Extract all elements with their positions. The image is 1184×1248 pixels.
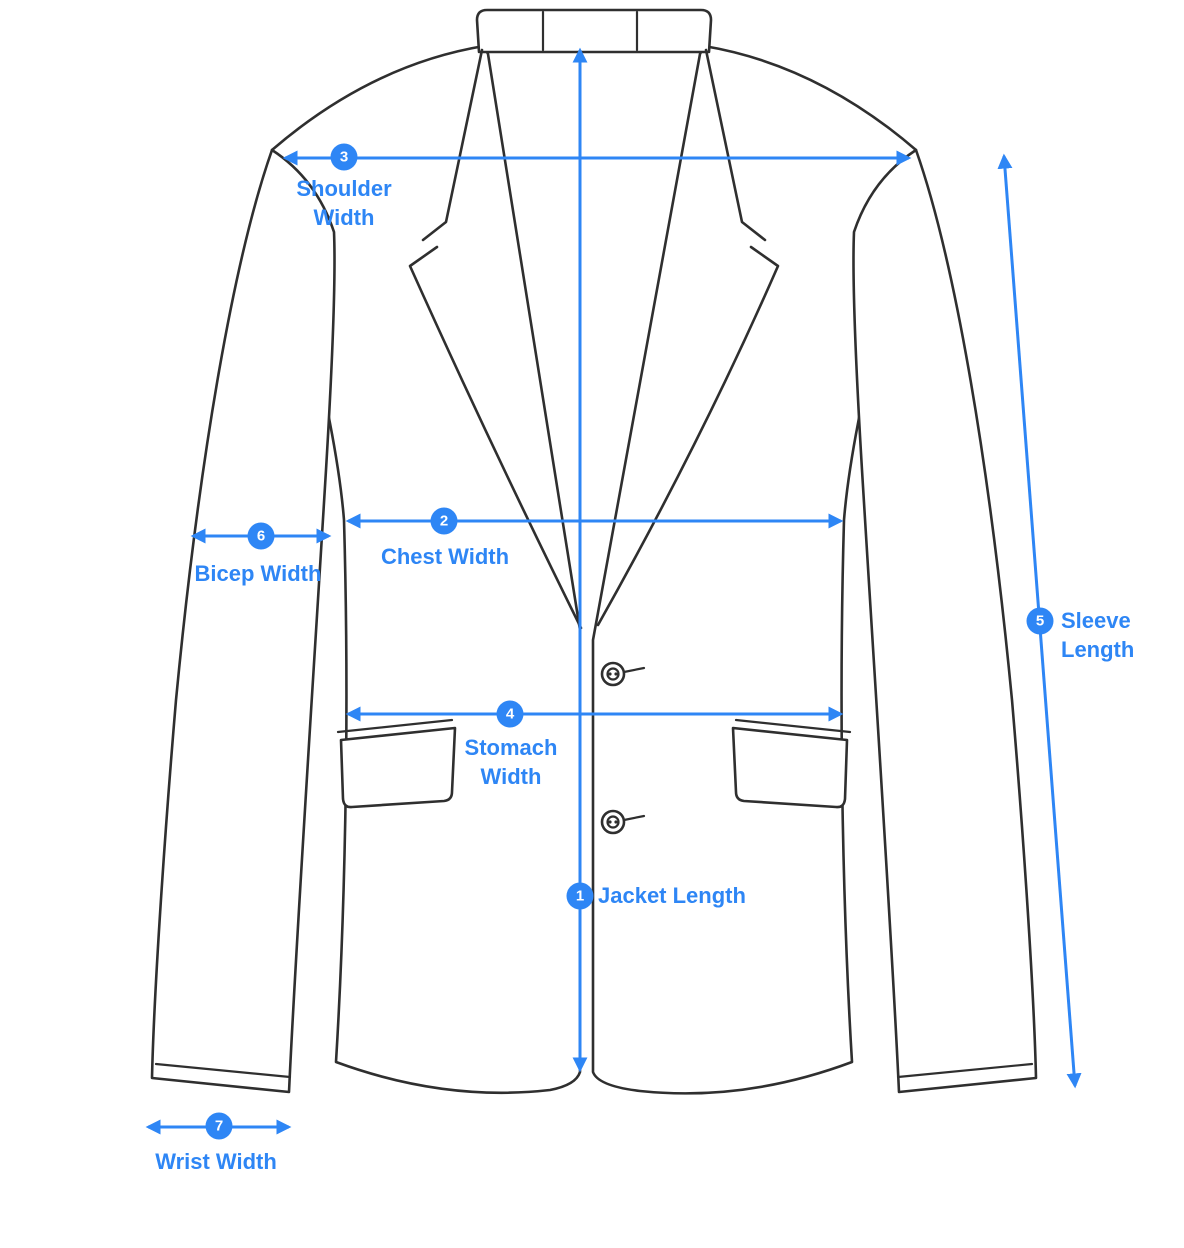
label-shoulder-width: Shoulder Width: [296, 176, 392, 230]
badge-chest-width: 2: [430, 507, 458, 535]
top-button: [600, 661, 646, 687]
right-collar-edge: [704, 48, 767, 242]
left-cuff-seam: [154, 1062, 292, 1079]
left-lapel-edge: [408, 245, 583, 630]
label-sleeve-length: Sleeve Length: [1061, 608, 1135, 662]
jacket-right-panel: [591, 44, 918, 1095]
label-bicep-width: Bicep Width: [194, 561, 322, 586]
bottom-button: [600, 809, 646, 835]
jacket-left-sleeve: [150, 148, 336, 1094]
badge-sleeve-length: 5: [1026, 607, 1054, 635]
jacket-right-sleeve: [852, 148, 1038, 1094]
left-pocket-flap: [339, 726, 457, 809]
jacket-left-panel: [270, 44, 582, 1095]
right-pocket-flap: [731, 726, 849, 809]
label-chest-width: Chest Width: [380, 544, 510, 569]
label-stomach-width: Stomach Width: [464, 735, 558, 789]
badge-shoulder-width: 3: [330, 143, 358, 171]
badge-jacket-length: 1: [566, 882, 594, 910]
badge-wrist-width: 7: [205, 1112, 233, 1140]
badge-stomach-width: 4: [496, 700, 524, 728]
jacket-collar: [475, 8, 713, 54]
right-lapel-edge: [596, 245, 780, 627]
label-wrist-width: Wrist Width: [155, 1149, 277, 1174]
left-collar-edge: [421, 48, 484, 242]
badge-bicep-width: 6: [247, 522, 275, 550]
left-pocket-welt: [336, 718, 454, 734]
right-pocket-welt: [734, 718, 852, 734]
label-jacket-length: Jacket Length: [598, 883, 746, 908]
